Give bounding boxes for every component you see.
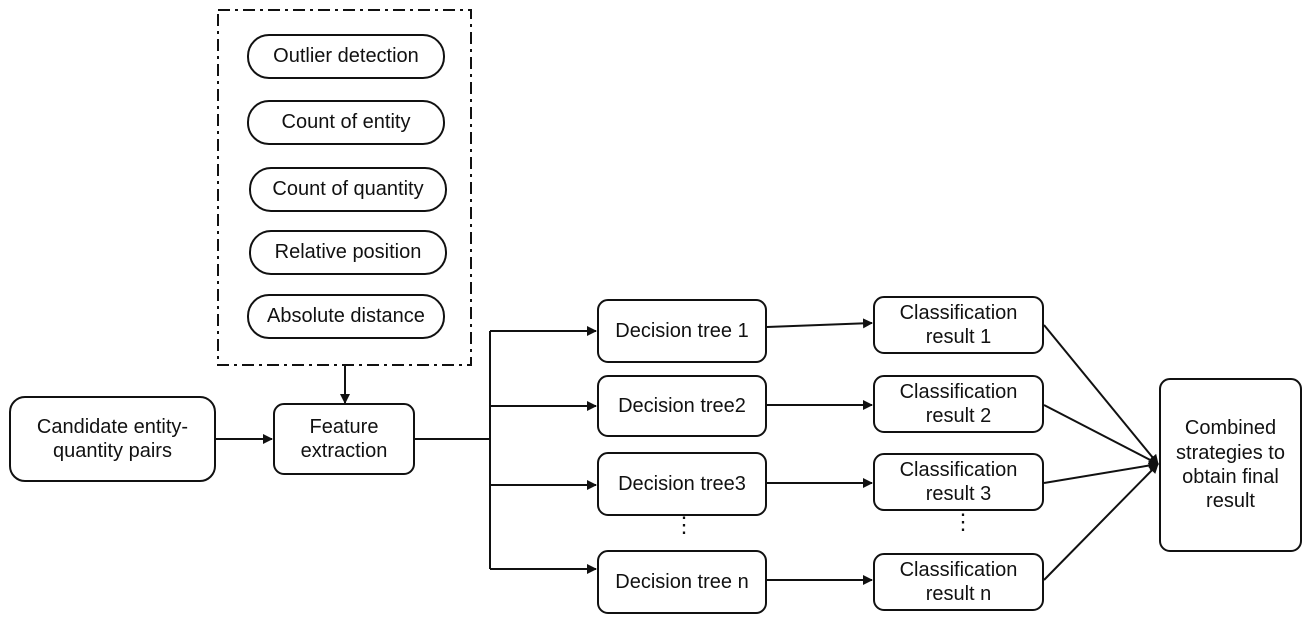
feature-absolute-distance: Absolute distance	[247, 294, 445, 339]
decision-tree-3: Decision tree3	[597, 452, 767, 516]
tree-1-to-result-1-arrow	[766, 318, 873, 329]
classification-result-label: Classification result 2	[899, 380, 1018, 427]
feature-label: Absolute distance	[267, 305, 425, 328]
classification-result-n: Classification result n	[873, 553, 1044, 611]
classification-result-label: Classification result 1	[899, 301, 1018, 348]
result-ellipsis: ⋮	[952, 509, 974, 534]
classification-result-2: Classification result 2	[873, 375, 1044, 433]
decision-tree-2: Decision tree2	[597, 375, 767, 437]
feature-count-of-entity: Count of entity	[247, 100, 445, 145]
feature-label: Outlier detection	[273, 45, 419, 68]
result-1-to-combined-arrow	[1043, 324, 1159, 465]
feature-count-of-quantity: Count of quantity	[249, 167, 447, 212]
feature-extraction-box: Feature extraction	[273, 403, 415, 475]
input-candidate-pairs: Candidate entity- quantity pairs	[9, 396, 216, 482]
classification-result-label: Classification result n	[899, 558, 1018, 605]
decision-tree-label: Decision tree2	[618, 394, 746, 417]
decision-tree-1: Decision tree 1	[597, 299, 767, 363]
classification-result-1: Classification result 1	[873, 296, 1044, 354]
result-3-to-combined-arrow	[1043, 460, 1159, 484]
feature-relative-position: Relative position	[249, 230, 447, 275]
combined-label: Combined strategies to obtain final resu…	[1176, 417, 1285, 513]
decision-tree-label: Decision tree 1	[615, 319, 749, 342]
input-label: Candidate entity- quantity pairs	[36, 415, 189, 462]
feature-extraction-label: Feature extraction	[300, 415, 388, 462]
result-2-to-combined-arrow	[1043, 404, 1159, 465]
decision-tree-n: Decision tree n	[597, 550, 767, 614]
feature-label: Count of entity	[281, 111, 411, 134]
feature-label: Count of quantity	[272, 178, 424, 201]
tree-ellipsis: ⋮	[673, 512, 695, 537]
feature-outlier-detection: Outlier detection	[247, 34, 445, 79]
classification-result-label: Classification result 3	[899, 458, 1018, 505]
result-n-to-combined-arrow	[1043, 463, 1159, 581]
decision-tree-label: Decision tree n	[615, 570, 749, 593]
classification-result-3: Classification result 3	[873, 453, 1044, 511]
feature-label: Relative position	[274, 241, 422, 264]
decision-tree-label: Decision tree3	[618, 472, 746, 495]
combined-strategies-box: Combined strategies to obtain final resu…	[1159, 378, 1302, 552]
